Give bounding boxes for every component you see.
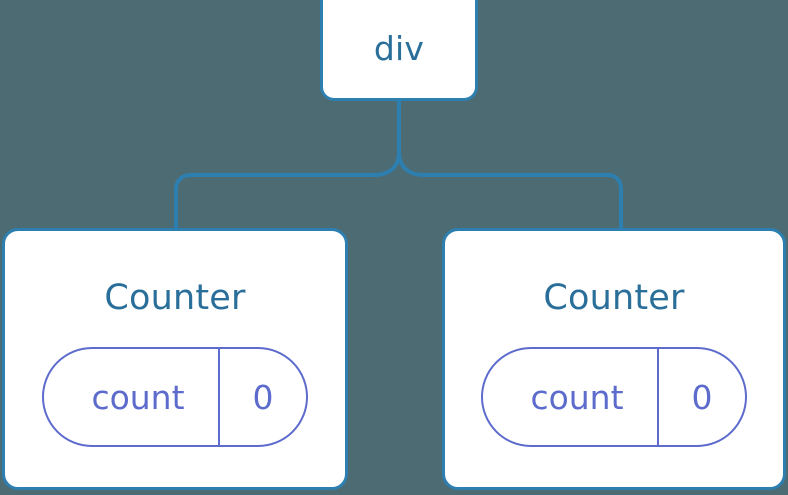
node-counter-left-label: Counter [104, 278, 246, 318]
node-counter-left[interactable]: Counter count 0 [2, 228, 348, 490]
node-div-label: div [373, 29, 425, 68]
node-counter-right-label: Counter [543, 278, 685, 318]
connector-branch-left [174, 150, 401, 232]
state-key-left: count [91, 377, 185, 417]
state-value-right: 0 [657, 349, 745, 445]
state-key-right: count [530, 377, 624, 417]
state-pill-right[interactable]: count 0 [481, 347, 747, 447]
node-div[interactable]: div [320, 0, 478, 101]
node-counter-right[interactable]: Counter count 0 [442, 228, 786, 490]
state-value-left: 0 [218, 349, 306, 445]
state-pill-left[interactable]: count 0 [42, 347, 308, 447]
connector-branch-right [397, 150, 623, 232]
